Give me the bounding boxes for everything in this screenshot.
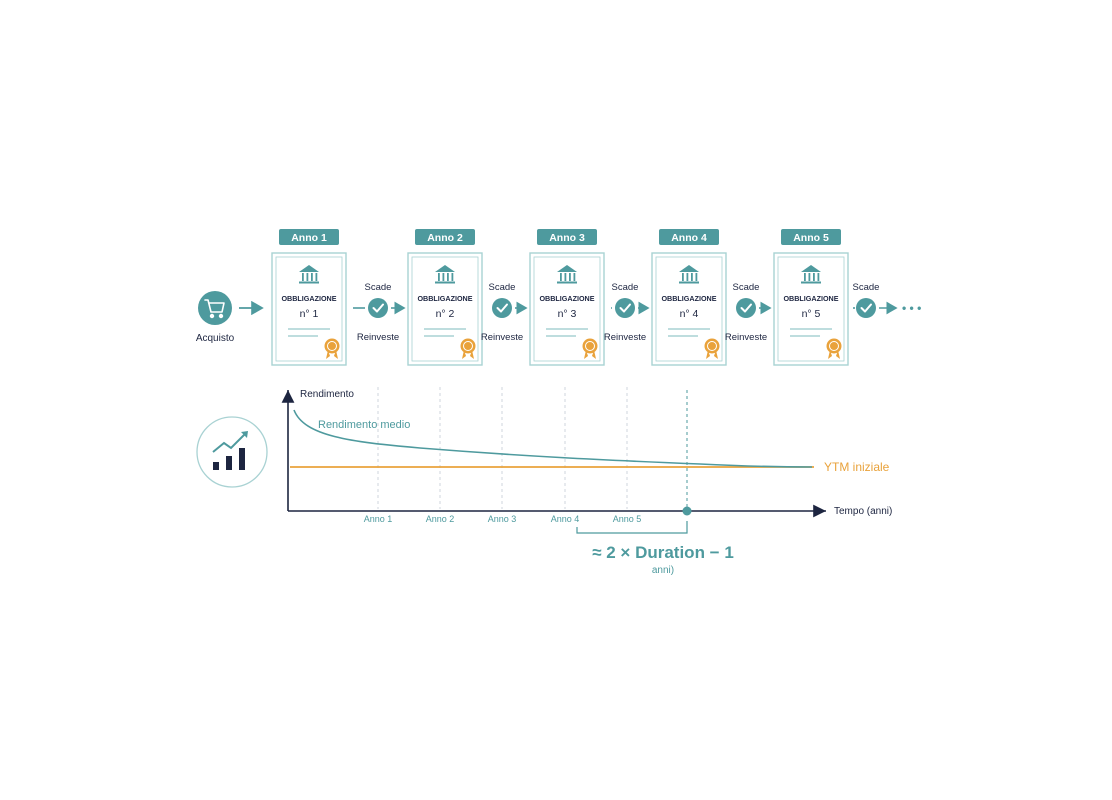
bond-certificate: Anno 1 OBBLIGAZIONE n° 1 bbox=[271, 229, 347, 366]
seal-icon bbox=[460, 338, 476, 359]
x-tick-label: Anno 4 bbox=[551, 514, 580, 524]
average-yield-label: Rendimento medio bbox=[318, 419, 410, 431]
certificate-number: n° 1 bbox=[300, 308, 319, 320]
seal-icon bbox=[324, 338, 340, 359]
certificate-inner-frame bbox=[655, 256, 723, 362]
average-yield-curve bbox=[293, 409, 813, 468]
certificate-title: OBBLIGAZIONE bbox=[417, 294, 472, 303]
seal-icon bbox=[582, 338, 598, 359]
certificate-inner-frame bbox=[275, 256, 343, 362]
bank-icon bbox=[679, 265, 699, 284]
year-badge-label: Anno 2 bbox=[427, 232, 463, 244]
maturity-label: Scade bbox=[489, 282, 516, 293]
x-tick-labels: Anno 1 Anno 2 Anno 3 Anno 4 Anno 5 bbox=[364, 514, 642, 524]
reinvest-label: Reinveste bbox=[604, 332, 646, 343]
certificate-inner-frame bbox=[411, 256, 479, 362]
bank-icon bbox=[801, 265, 821, 284]
bank-icon bbox=[299, 265, 319, 284]
bonds-row: Anno 1 OBBLIGAZIONE n° 1 Anno 2 OBBLIGAZIONE… bbox=[271, 229, 849, 366]
certificate-title: OBBLIGAZIONE bbox=[539, 294, 594, 303]
bond-certificate: Anno 5 OBBLIGAZIONE n° 5 bbox=[773, 229, 849, 366]
grid-lines bbox=[377, 387, 628, 509]
year-badge-label: Anno 1 bbox=[291, 232, 327, 244]
maturity-label: Scade bbox=[612, 282, 639, 293]
check-icon bbox=[860, 303, 872, 313]
steps-row: ScadeReinvesteScadeReinvesteScadeReinves… bbox=[353, 282, 898, 343]
check-icon bbox=[740, 303, 752, 313]
maturity-label: Scade bbox=[365, 282, 392, 293]
certificate-title: OBBLIGAZIONE bbox=[661, 294, 716, 303]
bank-icon bbox=[435, 265, 455, 284]
continuation-dots: • • • bbox=[902, 301, 921, 315]
purchase-step: Acquisto bbox=[196, 291, 235, 344]
reinvest-label: Reinveste bbox=[481, 332, 523, 343]
bond-certificate: Anno 4 OBBLIGAZIONE n° 4 bbox=[651, 229, 727, 366]
range-bracket bbox=[576, 521, 688, 534]
year-badge bbox=[537, 229, 597, 245]
certificate-number: n° 4 bbox=[680, 308, 699, 320]
check-circle bbox=[615, 298, 635, 318]
reinvest-label: Reinveste bbox=[357, 332, 399, 343]
certificate-title: OBBLIGAZIONE bbox=[281, 294, 336, 303]
certificate-title: OBBLIGAZIONE bbox=[783, 294, 838, 303]
check-circle bbox=[736, 298, 756, 318]
year-badge bbox=[415, 229, 475, 245]
year-badge bbox=[781, 229, 841, 245]
bond-certificate: Anno 3 OBBLIGAZIONE n° 3 bbox=[529, 229, 605, 366]
cart-icon bbox=[204, 299, 225, 319]
step: Scade bbox=[853, 282, 898, 318]
seal-icon bbox=[826, 338, 842, 359]
bond-certificate: Anno 2 OBBLIGAZIONE n° 2 bbox=[407, 229, 483, 366]
certificate-inner-frame bbox=[533, 256, 601, 362]
growth-chart-icon bbox=[212, 431, 248, 470]
certificate-number: n° 3 bbox=[558, 308, 577, 320]
certificate-inner-frame bbox=[777, 256, 845, 362]
check-circle bbox=[856, 298, 876, 318]
year-badge bbox=[659, 229, 719, 245]
cart-icon-circle bbox=[198, 291, 232, 325]
check-icon bbox=[496, 303, 508, 313]
marker-formula: ≈ 2 × Duration − 1 bbox=[592, 543, 734, 562]
check-circle bbox=[492, 298, 512, 318]
maturity-label: Scade bbox=[853, 282, 880, 293]
year-badge bbox=[279, 229, 339, 245]
growth-badge bbox=[196, 416, 268, 488]
year-badge-label: Anno 5 bbox=[793, 232, 829, 244]
check-icon bbox=[372, 303, 384, 313]
marker-point bbox=[682, 506, 692, 516]
purchase-label: Acquisto bbox=[196, 333, 235, 344]
x-tick-label: Anno 5 bbox=[613, 514, 642, 524]
bank-icon bbox=[557, 265, 577, 284]
check-icon bbox=[619, 303, 631, 313]
check-circle bbox=[368, 298, 388, 318]
x-tick-label: Anno 3 bbox=[488, 514, 517, 524]
ytm-label: YTM iniziale bbox=[824, 460, 890, 474]
growth-badge-circle bbox=[196, 416, 268, 488]
marker-sublabel: anni) bbox=[652, 565, 674, 576]
maturity-label: Scade bbox=[733, 282, 760, 293]
y-axis-label: Rendimento bbox=[300, 389, 354, 400]
year-badge-label: Anno 3 bbox=[549, 232, 585, 244]
certificate-number: n° 5 bbox=[802, 308, 821, 320]
x-axis-label: Tempo (anni) bbox=[834, 506, 892, 517]
x-tick-label: Anno 1 bbox=[364, 514, 393, 524]
year-badge-label: Anno 4 bbox=[671, 232, 707, 244]
seal-icon bbox=[704, 338, 720, 359]
certificate-number: n° 2 bbox=[436, 308, 455, 320]
reinvest-label: Reinveste bbox=[725, 332, 767, 343]
x-tick-label: Anno 2 bbox=[426, 514, 455, 524]
